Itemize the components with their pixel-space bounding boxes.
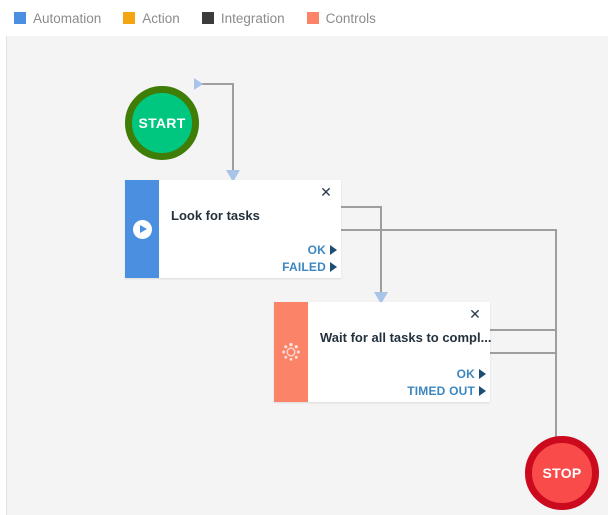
stop-node-label: STOP <box>542 465 582 481</box>
legend-swatch-icon <box>14 12 26 24</box>
card-body: ✕ Wait for all tasks to compl... OK TIME… <box>308 302 492 402</box>
start-node[interactable]: START <box>125 86 199 160</box>
outlet-arrow-icon <box>330 245 337 255</box>
outlet-label: TIMED OUT <box>407 384 475 398</box>
play-circle-icon <box>132 219 152 239</box>
outlet-arrow-icon <box>479 386 486 396</box>
legend-item-label: Controls <box>325 10 376 26</box>
legend-swatch-icon <box>123 12 136 24</box>
edge-failed-to-stop <box>336 229 557 460</box>
outlet-arrow-icon <box>479 369 486 379</box>
close-icon[interactable]: ✕ <box>469 306 481 322</box>
card-category-bar-controls <box>274 302 308 402</box>
arrowhead-icon <box>194 78 203 90</box>
legend-item-label: Automation <box>33 10 102 26</box>
legend-item-integration[interactable]: Integration <box>201 10 285 26</box>
card-category-bar-automation <box>125 180 159 278</box>
outlet-ok[interactable]: OK <box>457 367 486 381</box>
card-title: Wait for all tasks to compl... <box>320 330 492 345</box>
card-wait-for-all-tasks[interactable]: ✕ Wait for all tasks to compl... OK TIME… <box>274 302 492 402</box>
start-node-label: START <box>138 115 186 131</box>
card-look-for-tasks[interactable]: ✕ Look for tasks OK FAILED <box>125 180 341 278</box>
close-icon[interactable]: ✕ <box>320 184 332 200</box>
legend-item-label: Action <box>142 10 180 26</box>
card-outlets: OK TIMED OUT <box>407 364 486 398</box>
legend-item-label: Integration <box>220 10 285 26</box>
outlet-label: OK <box>456 367 475 381</box>
outlet-arrow-icon <box>330 262 337 272</box>
card-outlets: OK FAILED <box>282 240 337 274</box>
card-title: Look for tasks <box>171 208 260 223</box>
card-body: ✕ Look for tasks OK FAILED <box>159 180 341 278</box>
legend-swatch-icon <box>306 12 319 24</box>
legend-swatch-icon <box>201 12 214 24</box>
legend-item-action[interactable]: Action <box>123 11 180 26</box>
connector-layer <box>194 78 563 472</box>
arrowhead-icon <box>374 292 388 304</box>
edge-start-to-look <box>194 83 234 170</box>
legend-item-controls[interactable]: Controls <box>306 10 376 26</box>
legend-item-automation[interactable]: Automation <box>14 11 101 26</box>
edge-ok-to-wait <box>336 206 382 292</box>
arrowhead-icon <box>226 170 240 182</box>
spinner-icon <box>282 342 300 361</box>
outlet-label: FAILED <box>282 260 326 274</box>
workflow-canvas[interactable]: START STOP ✕ Look for tasks OK FAILED <box>6 36 608 515</box>
outlet-label: OK <box>307 243 326 257</box>
stop-node[interactable]: STOP <box>525 436 599 510</box>
outlet-ok[interactable]: OK <box>308 243 337 257</box>
outlet-failed[interactable]: FAILED <box>282 260 337 274</box>
outlet-timed-out[interactable]: TIMED OUT <box>407 384 486 398</box>
legend-bar: Automation Action Integration Controls <box>0 0 608 36</box>
